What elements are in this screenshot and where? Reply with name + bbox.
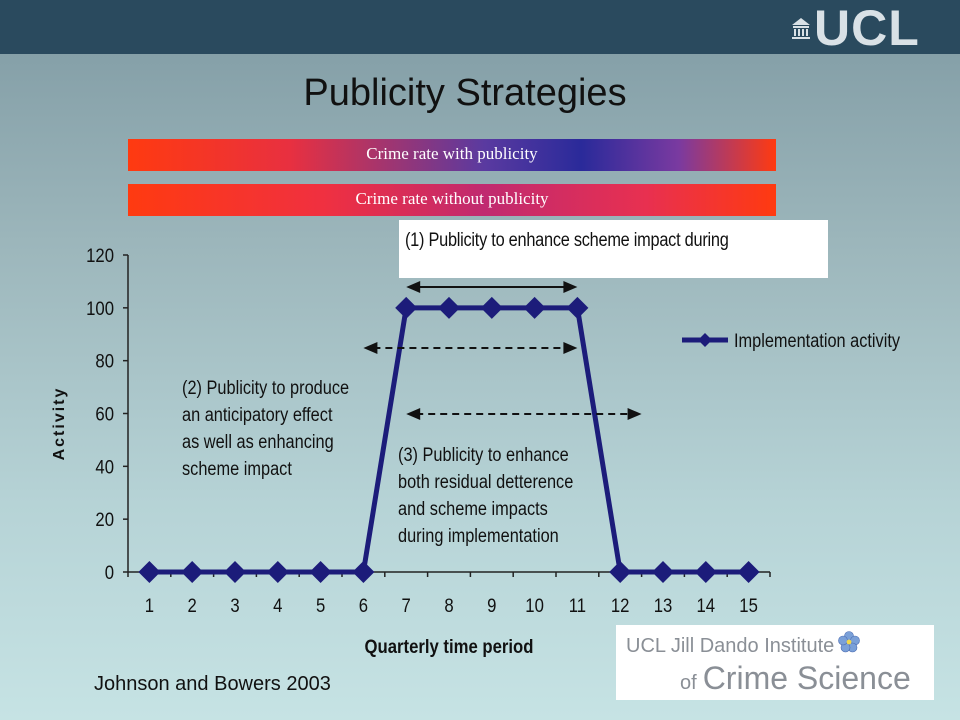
arrow-2-head-right — [563, 342, 578, 354]
annotation-2-line: an anticipatory effect — [182, 405, 333, 426]
portico-icon — [792, 18, 810, 39]
x-tick-label: 9 — [487, 595, 496, 616]
x-tick-label: 12 — [611, 595, 630, 616]
annotation-3: (3) Publicity to enhance both residual d… — [398, 442, 573, 550]
ucl-logo-text: UCL — [814, 0, 920, 56]
annotation-3-line: and scheme impacts — [398, 499, 548, 520]
data-point — [652, 561, 674, 583]
annotation-2-line: as well as enhancing — [182, 432, 334, 453]
institute-line-1: UCL Jill Dando Institute — [626, 635, 835, 657]
data-point — [395, 296, 418, 319]
x-tick-label: 6 — [359, 595, 368, 616]
y-tick-label: 40 — [95, 456, 114, 477]
data-point — [566, 296, 589, 319]
band-with-publicity: Crime rate with publicity — [128, 139, 776, 171]
data-point — [352, 561, 375, 583]
y-tick-label: 100 — [86, 298, 114, 319]
arrow-3-head-right — [627, 408, 642, 420]
annotation-3-line: (3) Publicity to enhance — [398, 445, 569, 466]
citation: Johnson and Bowers 2003 — [94, 673, 331, 695]
x-tick-label: 7 — [402, 595, 411, 616]
institute-line-2-prefix: of — [680, 672, 697, 694]
data-point — [266, 561, 289, 583]
x-tick-label: 3 — [230, 595, 239, 616]
flower-icon — [838, 631, 860, 653]
legend-marker — [698, 333, 712, 347]
band-without-publicity: Crime rate without publicity — [128, 184, 776, 216]
annotation-1-box: (1) Publicity to enhance scheme impact d… — [399, 220, 828, 278]
x-tick-label: 1 — [145, 595, 154, 616]
annotation-2-line: scheme impact — [182, 459, 292, 480]
y-tick-label: 0 — [105, 562, 114, 583]
x-axis-title: Quarterly time period — [365, 636, 534, 657]
institute-line-2-main: Crime Science — [702, 660, 911, 696]
annotation-3-line: during implementation — [398, 526, 559, 547]
header-bar: UCL — [0, 0, 960, 54]
y-tick-label: 80 — [95, 351, 114, 372]
arrow-3-head-left — [406, 408, 421, 420]
arrow-1-head-right — [563, 281, 578, 293]
x-tick-label: 10 — [525, 595, 544, 616]
annotation-3-line: both residual detterence — [398, 472, 574, 493]
data-point — [694, 561, 717, 583]
x-tick-label: 5 — [316, 595, 325, 616]
y-tick-label: 120 — [86, 245, 114, 266]
x-tick-label: 8 — [444, 595, 453, 616]
legend-label: Implementation activity — [734, 330, 900, 351]
data-point — [609, 561, 632, 583]
arrow-2-head-left — [363, 342, 378, 354]
data-point — [438, 296, 460, 319]
x-tick-label: 2 — [188, 595, 197, 616]
data-point — [737, 561, 760, 583]
data-point — [138, 561, 161, 583]
data-point — [224, 561, 246, 583]
x-tick-label: 13 — [654, 595, 673, 616]
y-tick-label: 20 — [95, 509, 114, 530]
x-tick-label: 14 — [697, 595, 716, 616]
arrow-1-head-left — [406, 281, 421, 293]
y-tick-label: 60 — [95, 404, 114, 425]
data-point — [181, 561, 204, 583]
data-point — [523, 296, 546, 319]
annotation-1-text: (1) Publicity to enhance scheme impact d… — [405, 230, 729, 251]
ucl-logo: UCL — [790, 0, 920, 56]
data-point — [480, 296, 503, 319]
x-tick-label: 15 — [739, 595, 758, 616]
slide-title: Publicity Strategies — [303, 72, 627, 114]
annotation-2: (2) Publicity to produce an anticipatory… — [182, 375, 349, 483]
annotation-2-line: (2) Publicity to produce — [182, 378, 350, 399]
x-tick-label: 11 — [569, 595, 586, 616]
data-point — [309, 561, 332, 583]
x-tick-label: 4 — [273, 595, 282, 616]
y-axis-title: Activity — [51, 387, 68, 461]
